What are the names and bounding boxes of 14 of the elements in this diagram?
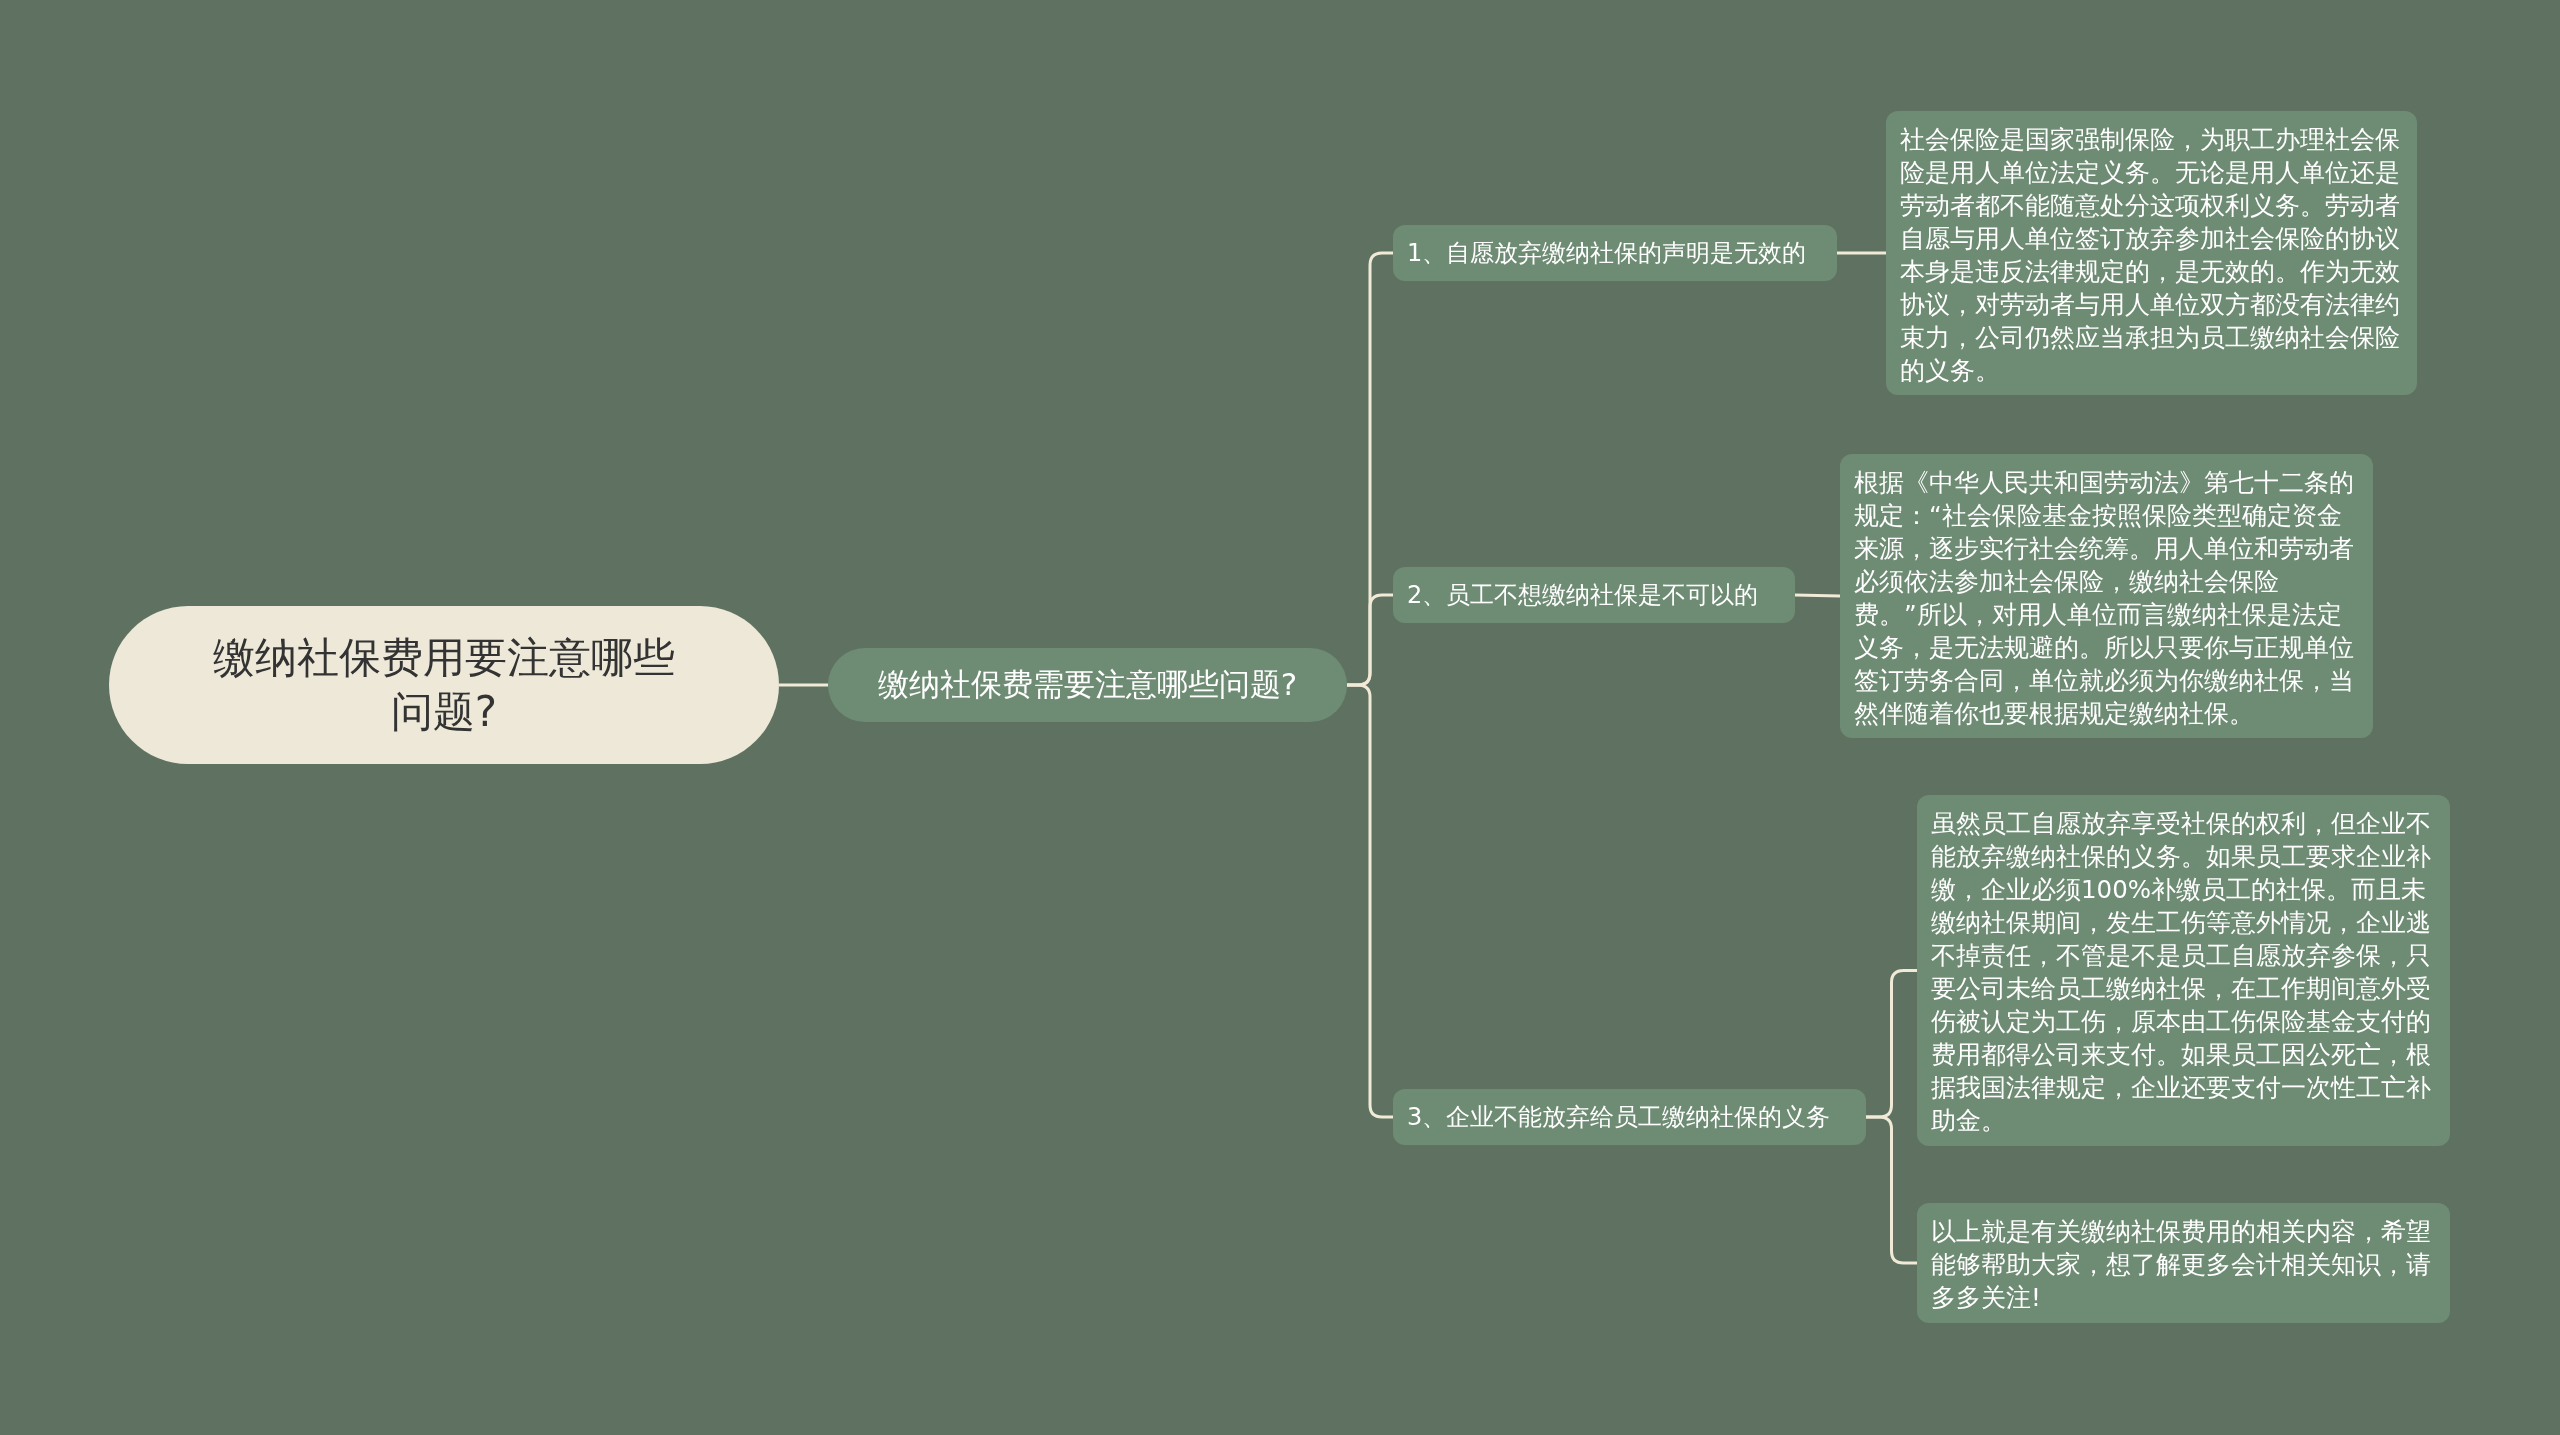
- connector-line: [1837, 251, 1886, 255]
- detail-box: 根据《中华人民共和国劳动法》第七十二条的规定：“社会保险基金按照保险类型确定资金来源，逐步实行社会统筹。用人单位和劳动者必须依法参加社会保险，缴纳社会保险费。”所以，对用人单位而言缴纳社保是法定义务，是无法规避的。所以只要你与正规单位签订劳务合同，单位就必须为你缴纳社保，当然伴随着你也要根据规定缴纳社保。: [1840, 454, 2373, 738]
- connector-line: [779, 683, 828, 687]
- topic-box: 缴纳社保费需要注意哪些问题?: [828, 648, 1347, 722]
- detail-box: 虽然员工自愿放弃享受社保的权利，但企业不能放弃缴纳社保的义务。如果员工要求企业补缴，企业必须100%补缴员工的社保。而且未缴纳社保期间，发生工伤等意外情况，企业逃不掉责任，不管是不是员工自愿放弃参保，只要公司未给员工缴纳社保，在工作期间意外受伤被认定为工伤，原本由工伤保险基金支付的费用都得公司来支付。如果员工因公死亡，根据我国法律规定，企业还要支付一次性工亡补助金。: [1917, 795, 2450, 1146]
- root-topic: 缴纳社保费用要注意哪些问题?: [109, 606, 779, 764]
- connector-line: [1347, 683, 1393, 1119]
- connector-line: [1794, 593, 1841, 598]
- detail-box: 以上就是有关缴纳社保费用的相关内容，希望能够帮助大家，想了解更多会计相关知识，请多多关注!: [1917, 1203, 2450, 1323]
- detail-box: 社会保险是国家强制保险，为职工办理社会保险是用人单位法定义务。无论是用人单位还是劳动者都不能随意处分这项权利义务。劳动者自愿与用人单位签订放弃参加社会保险的协议本身是违反法律规定的，是无效的。作为无效协议，对劳动者与用人单位双方都没有法律约束力，公司仍然应当承担为员工缴纳社会保险的义务。: [1886, 111, 2417, 395]
- subtopic-box: 3、企业不能放弃给员工缴纳社保的义务: [1393, 1089, 1866, 1145]
- subtopic-box: 1、自愿放弃缴纳社保的声明是无效的: [1393, 225, 1837, 281]
- connector-line: [1866, 1115, 1917, 1265]
- subtopic-box: 2、员工不想缴纳社保是不可以的: [1393, 567, 1795, 623]
